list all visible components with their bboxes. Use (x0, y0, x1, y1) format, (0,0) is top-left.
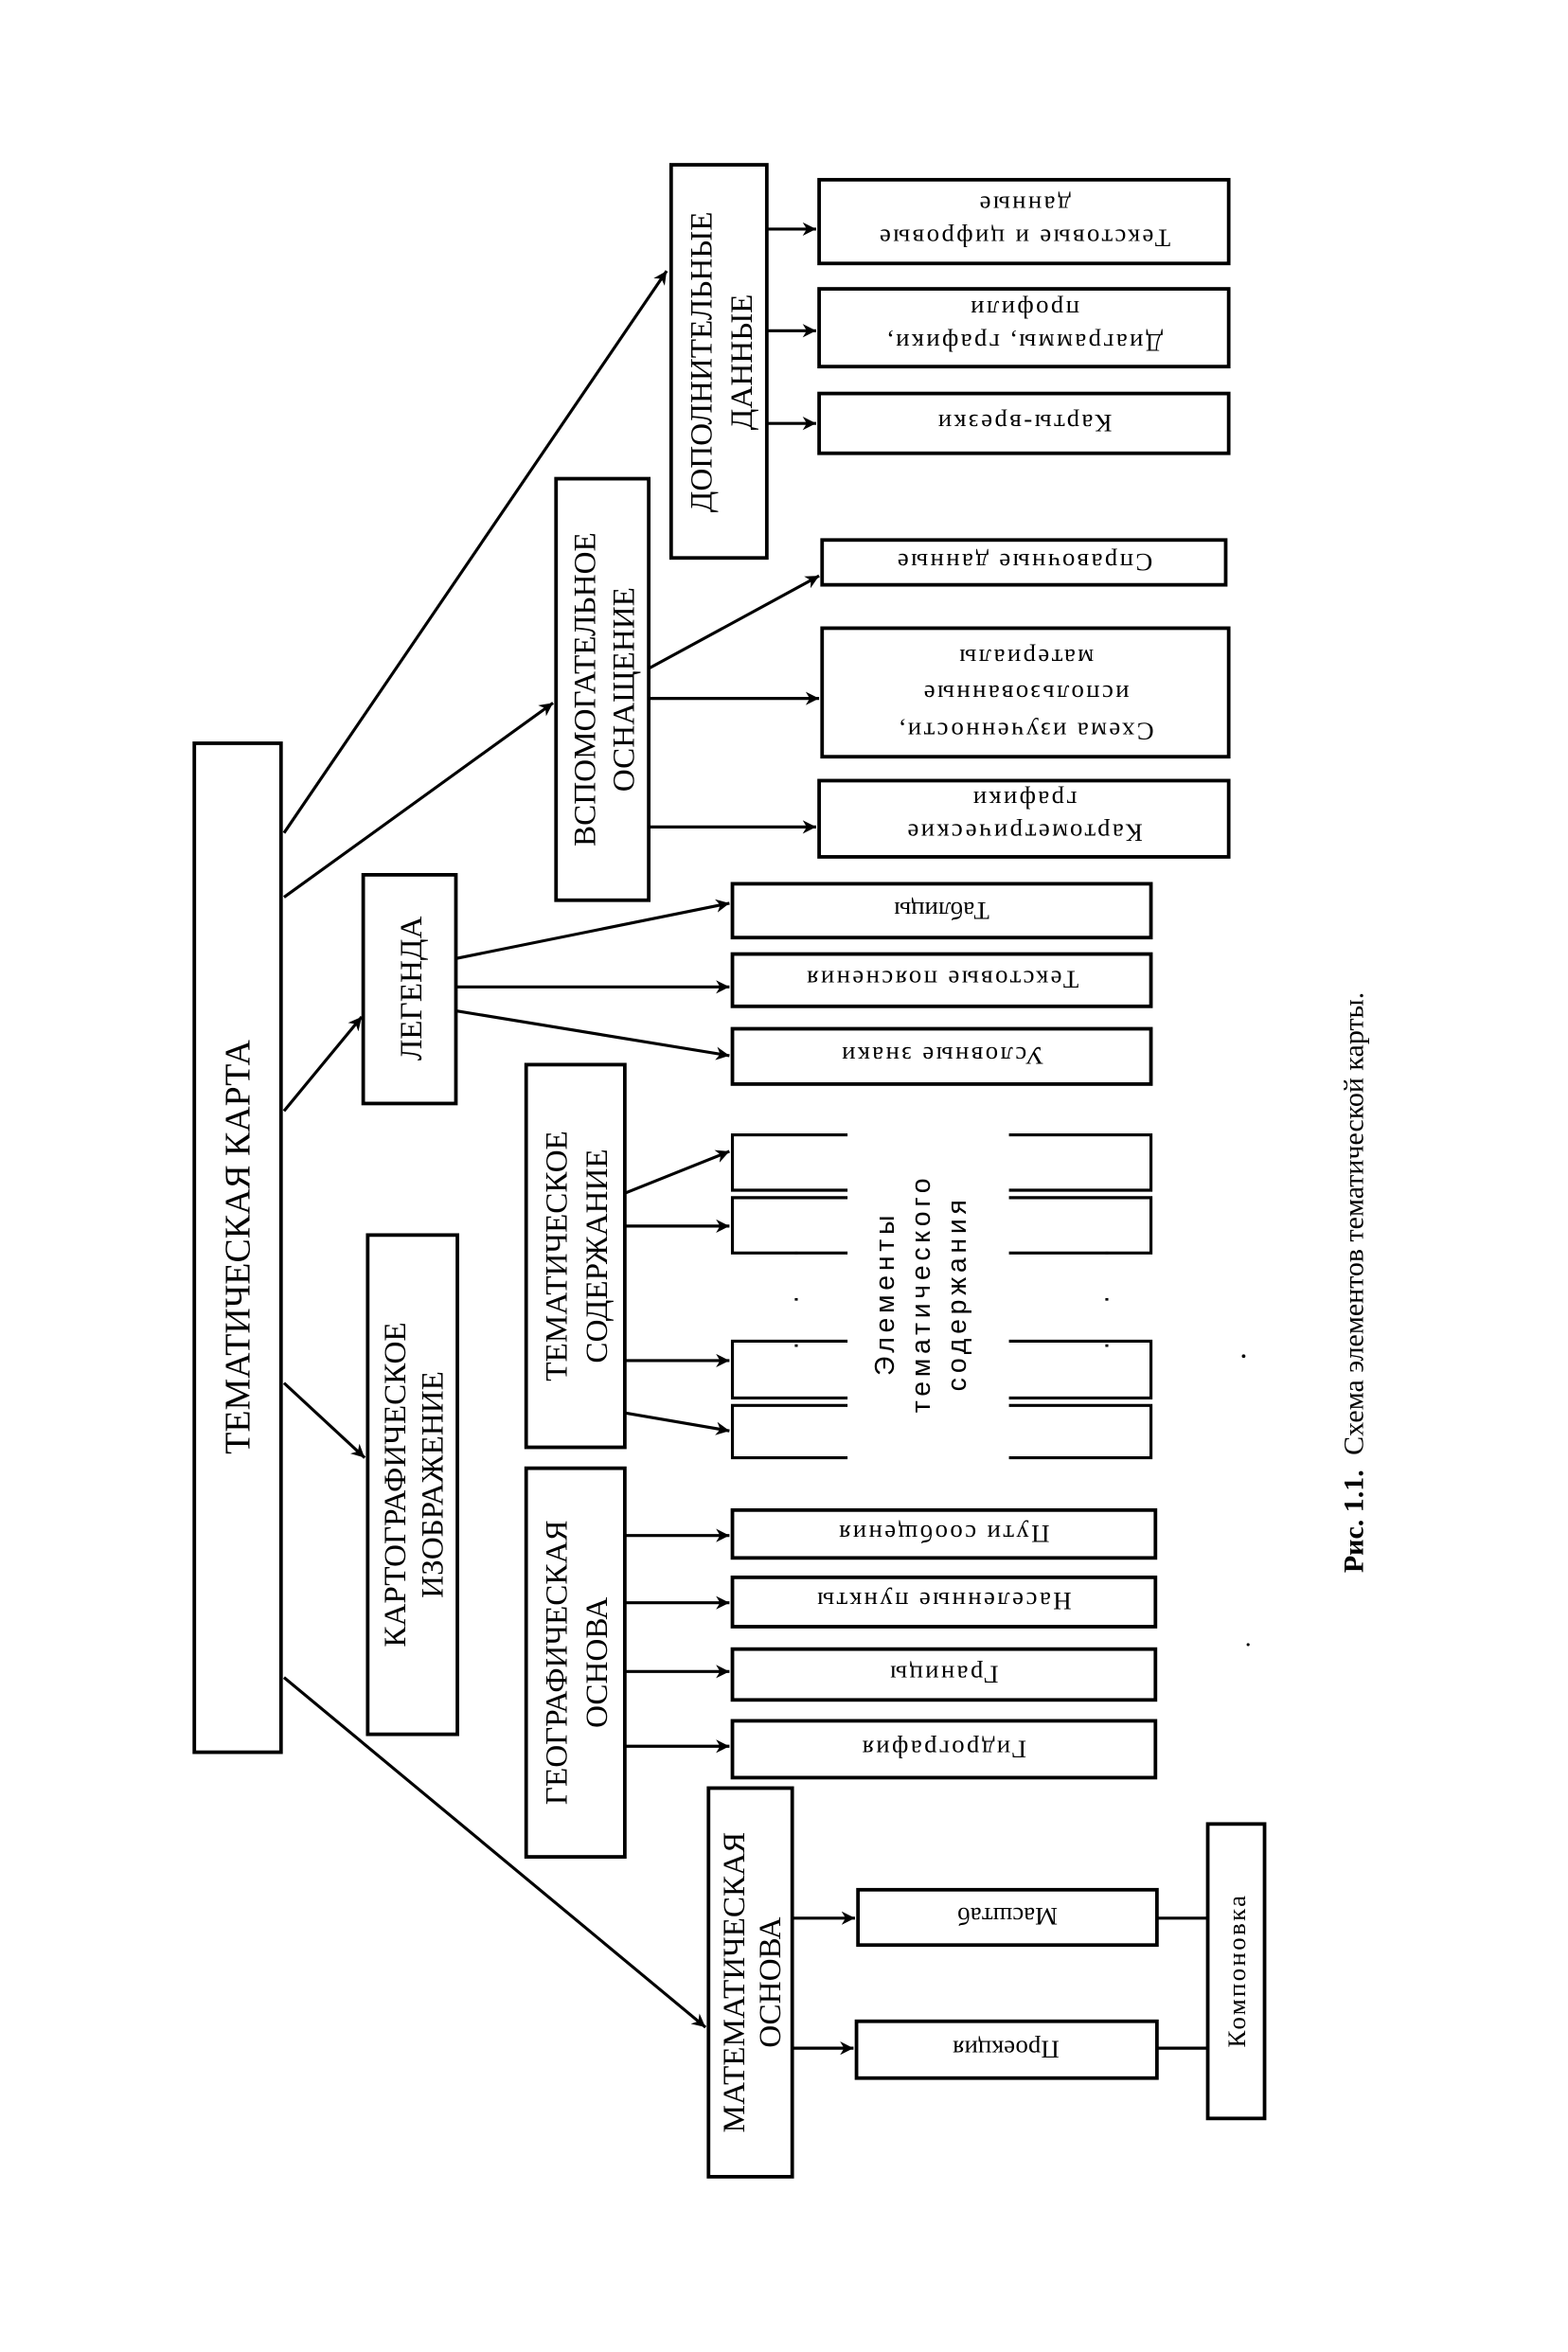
cartographic-image-line-2: ИЗОБРАЖЕНИЕ (415, 1371, 450, 1598)
geographic-item-label: Границы (888, 1660, 999, 1688)
layout-node: Компоновка (1205, 1822, 1267, 2121)
additional-item-text-numeric: Текстовые и цифровые данные (817, 177, 1231, 266)
arrow-root-to-additional-data (282, 270, 668, 834)
figure-caption: Рис. 1.1. Схема элементов тематической к… (1339, 992, 1370, 1573)
thematic-element-box-3 (730, 1339, 1153, 1400)
arrow-root-to-auxiliary (283, 702, 555, 899)
root-node: ТЕМАТИЧЕСКАЯ КАРТА (192, 741, 283, 1755)
auxiliary-item-line: Справочные данные (896, 548, 1153, 577)
math-item-label: Проекция (953, 2036, 1060, 2064)
ellipsis-left: · · · (780, 1234, 811, 1350)
thematic-element-box-1 (730, 1133, 1153, 1192)
legend-item-text-notes: Текстовые пояснения (730, 952, 1153, 1008)
caption-body: Схема элементов тематической карты. (1339, 992, 1370, 1455)
additional-data-line-2: ДАННЫЕ (724, 294, 759, 431)
legend-item-label: Текстовые пояснения (805, 965, 1078, 993)
mathematical-base-node: МАТЕМАТИЧЕСКАЯ ОСНОВА (706, 1786, 794, 2179)
mathematical-base-line-1: МАТЕМАТИЧЕСКАЯ (717, 1832, 752, 2133)
layout-label: Компоновка (1222, 1894, 1251, 2048)
geographic-item-label: Населенные пункты (815, 1587, 1072, 1615)
auxiliary-item-study-scheme: Схема изученности, использованные матери… (820, 626, 1231, 759)
elements-label-line-3: содержания (942, 1195, 972, 1391)
additional-item-line: Текстовые и цифровые (878, 223, 1171, 252)
thematic-content-line-1: ТЕМАТИЧЕСКОЕ (539, 1131, 574, 1381)
auxiliary-item-line: графики (971, 786, 1077, 814)
ellipsis-right: · · · (1091, 1234, 1121, 1350)
arrow-root-to-legend (282, 1015, 364, 1113)
root-label: ТЕМАТИЧЕСКАЯ КАРТА (219, 1040, 258, 1454)
caption-text: Рис. 1.1. Схема элементов тематической к… (1339, 992, 1370, 1573)
arrow-auxiliary-to-reference (648, 574, 820, 670)
geographic-item-routes: Пути сообщения (730, 1507, 1158, 1560)
additional-data-node: ДОПОЛНИТЕЛЬНЫЕ ДАННЫЕ (668, 163, 769, 561)
additional-item-line: Карты-врезки (935, 409, 1112, 437)
auxiliary-item-line: использованные (921, 680, 1129, 708)
thematic-element-box-4 (730, 1403, 1153, 1460)
additional-item-line: данные (977, 191, 1070, 220)
arrow-legend-to-symbols (455, 1009, 730, 1060)
auxiliary-item-reference-data: Справочные данные (820, 538, 1228, 587)
additional-item-line: Диаграммы, графики, (885, 329, 1163, 357)
geographic-base-line-2: ОСНОВА (579, 1597, 615, 1728)
legend-item-label: Таблицы (894, 897, 989, 925)
geographic-children: Пути сообщения Населенные пункты Границы… (730, 1507, 1158, 1780)
arrow-legend-to-tables (455, 899, 730, 960)
arrow-thematic-to-element-4 (624, 1411, 730, 1435)
geographic-base-node: ГЕОГРАФИЧЕСКАЯ ОСНОВА (524, 1466, 627, 1859)
additional-data-children: Текстовые и цифровые данные Диаграммы, г… (817, 177, 1231, 455)
additional-data-line-1: ДОПОЛНИТЕЛЬНЫЕ (684, 212, 719, 513)
thematic-element-box-2 (730, 1196, 1153, 1255)
elements-label-line-2: тематического (906, 1174, 936, 1414)
additional-item-diagrams: Диаграммы, графики, профили (817, 287, 1231, 369)
math-item-scale: Масштаб (856, 1887, 1159, 1948)
mathematical-children: Масштаб Проекция Компоновка (854, 1822, 1267, 2121)
arrow-root-to-cartographic-image (282, 1381, 366, 1459)
legend-node: ЛЕГЕНДА (361, 873, 458, 1106)
legend-item-tables: Таблицы (730, 882, 1153, 940)
auxiliary-children: Справочные данные Схема изученности, исп… (817, 538, 1231, 859)
thematic-elements: · · · · · · Элементы тематического содер… (730, 1133, 1153, 1460)
geographic-item-label: Пути сообщения (837, 1520, 1050, 1548)
geographic-item-label: Гидрография (860, 1735, 1026, 1763)
legend-children: Таблицы Текстовые пояснения Условные зна… (730, 882, 1153, 1086)
geographic-base-line-1: ГЕОГРАФИЧЕСКАЯ (539, 1521, 574, 1806)
legend-item-label: Условные знаки (840, 1042, 1044, 1070)
geographic-item-settlements: Населенные пункты (730, 1575, 1158, 1629)
cartographic-image-line-1: КАРТОГРАФИЧЕСКОЕ (378, 1322, 413, 1647)
auxiliary-item-cartometric-graphs: Картометрические графики (817, 778, 1231, 859)
auxiliary-equipment-node: ВСПОМОГАТЕЛЬНОЕ ОСНАЩЕНИЕ (554, 476, 651, 902)
caption-number: Рис. 1.1. (1339, 1470, 1370, 1573)
legend-item-symbols: Условные знаки (730, 1026, 1153, 1086)
auxiliary-equipment-line-1: ВСПОМОГАТЕЛЬНОЕ (567, 532, 602, 846)
thematic-content-line-2: СОДЕРЖАНИЕ (579, 1149, 615, 1363)
connectors (282, 222, 1208, 2056)
arrow-root-to-mathematical-base (282, 1676, 707, 2029)
additional-item-line: профили (969, 295, 1079, 324)
auxiliary-item-line: материалы (957, 644, 1094, 672)
additional-item-insets: Карты-врезки (817, 391, 1231, 455)
scan-speck (1241, 1354, 1246, 1359)
auxiliary-item-line: Картометрические (905, 819, 1143, 847)
geographic-item-borders: Границы (730, 1647, 1158, 1702)
legend-label: ЛЕГЕНДА (394, 917, 429, 1061)
math-item-projection: Проекция (854, 2019, 1159, 2080)
thematic-content-node: ТЕМАТИЧЕСКОЕ СОДЕРЖАНИЕ (524, 1062, 627, 1450)
cartographic-image-node: КАРТОГРАФИЧЕСКОЕ ИЗОБРАЖЕНИЕ (365, 1233, 459, 1737)
arrow-thematic-to-element-1 (624, 1149, 730, 1195)
auxiliary-item-line: Схема изученности, (897, 717, 1153, 745)
auxiliary-equipment-line-2: ОСНАЩЕНИЕ (606, 587, 641, 792)
elements-label-line-1: Элементы (870, 1211, 900, 1376)
scan-speck (1246, 1643, 1250, 1647)
math-item-label: Масштаб (957, 1902, 1058, 1931)
geographic-item-hydrography: Гидрография (730, 1719, 1158, 1780)
mathematical-base-line-2: ОСНОВА (753, 1916, 788, 2047)
